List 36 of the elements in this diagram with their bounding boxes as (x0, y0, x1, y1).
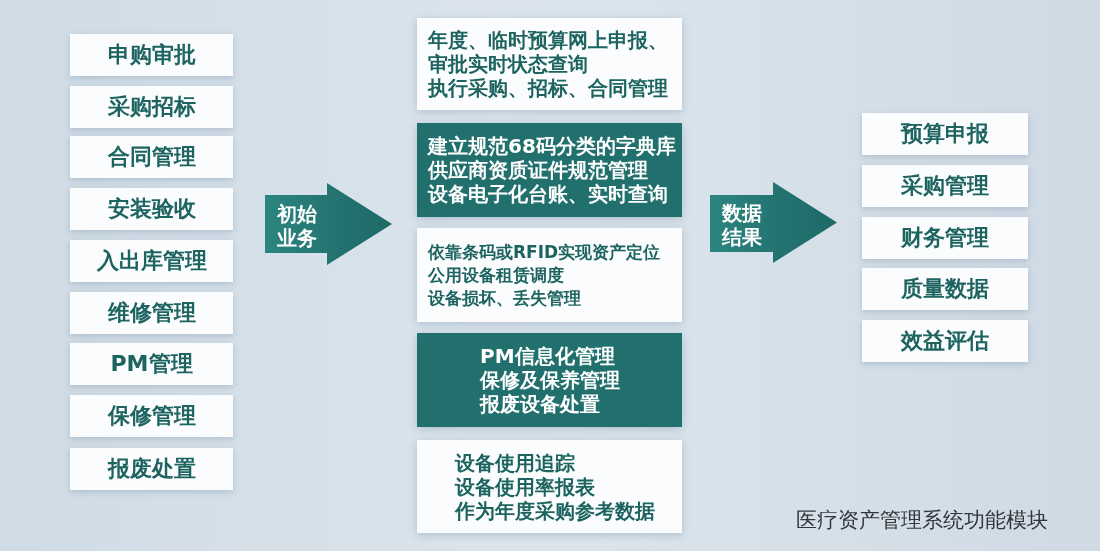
feature-text: 执行采购、招标、合同管理 (428, 76, 669, 100)
module-box: 入出库管理 (70, 240, 233, 282)
arrow-label: 数据结果 (722, 201, 763, 249)
module-box: 采购管理 (862, 165, 1028, 207)
feature-text: 供应商资质证件规范管理 (428, 158, 649, 182)
feature-panel (417, 123, 682, 217)
module-box: 维修管理 (70, 292, 233, 334)
feature-panel (417, 228, 682, 322)
caption: 医疗资产管理系统功能模块 (796, 507, 1048, 534)
module-box: PM管理 (70, 343, 233, 385)
module-box: 保修管理 (70, 395, 233, 437)
feature-text: 建立规范68码分类的字典库 (428, 134, 676, 158)
module-box: 安装验收 (70, 188, 233, 230)
module-box: 报废处置 (70, 448, 233, 490)
feature-panel (417, 440, 682, 533)
feature-text: PM信息化管理 (480, 344, 616, 368)
feature-text: 年度、临时预算网上申报、审批实时状态查询 (428, 28, 669, 76)
feature-text: 报废设备处置 (480, 392, 601, 416)
feature-text: 公用设备租赁调度 (428, 263, 565, 287)
module-box: 采购招标 (70, 86, 233, 128)
feature-text: 保修及保养管理 (480, 368, 621, 392)
feature-panel (417, 333, 682, 427)
feature-text: 设备使用追踪 (455, 450, 576, 475)
module-box: 申购审批 (70, 34, 233, 76)
feature-text: 设备损坏、丢失管理 (428, 286, 582, 310)
feature-text: 作为年度采购参考数据 (455, 498, 656, 523)
module-box: 财务管理 (862, 217, 1028, 259)
module-box: 质量数据 (862, 268, 1028, 310)
feature-text: 设备使用率报表 (455, 474, 596, 499)
feature-panel (417, 18, 682, 110)
feature-text: 依靠条码或RFID实现资产定位 (428, 240, 662, 264)
arrow-label: 初始业务 (277, 202, 318, 250)
module-box: 效益评估 (862, 320, 1028, 362)
feature-text: 设备电子化台账、实时查询 (428, 182, 669, 206)
module-box: 合同管理 (70, 136, 233, 178)
module-box: 预算申报 (862, 113, 1028, 155)
